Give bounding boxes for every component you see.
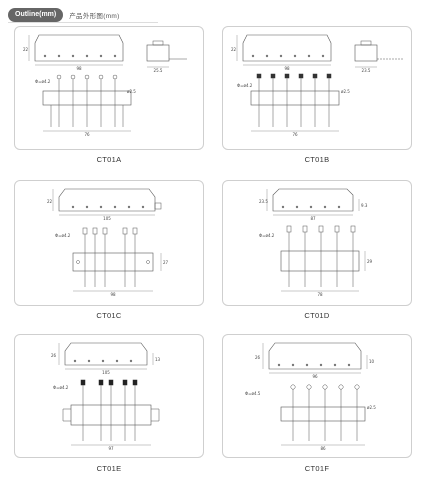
- dim-height2: 9.3: [361, 203, 368, 208]
- caption-ct01f: CT01F: [304, 464, 330, 473]
- dim-pin-dia: Φ=ø4.2: [259, 233, 275, 238]
- drawing-ct01c: 105 22 Φ=ø4.2 27 98: [47, 188, 169, 297]
- dim-height: 22: [231, 47, 237, 52]
- page-header: Outline(mm) 产品外形图(mm): [8, 8, 120, 22]
- product-card-ct01b: 98 22 23.5 Φ=ø4.2 ø2.5 76: [222, 26, 412, 150]
- dim-base-length: 97: [108, 446, 114, 451]
- dim-length: 87: [310, 216, 316, 221]
- header-divider: [8, 22, 158, 23]
- product-card-ct01a: 98 22 25.5 Φ=ø4.2 ø2.5 76: [14, 26, 204, 150]
- caption-ct01d: CT01D: [304, 311, 330, 320]
- dim-length: 96: [312, 374, 318, 379]
- dim-height2: 10: [369, 359, 375, 364]
- dim-base-height: 27: [163, 260, 169, 265]
- dim-side-width: 25.5: [154, 68, 163, 73]
- dim-pin-spacing: ø2.5: [127, 89, 136, 94]
- dim-height: 22: [47, 199, 53, 204]
- dim-height: 22: [23, 47, 29, 52]
- dim-base-length: 76: [84, 132, 90, 137]
- dim-side-width: 23.5: [362, 68, 371, 73]
- caption-ct01b: CT01B: [304, 155, 330, 164]
- drawing-ct01f: 96 26 10 Φ=ø4.5 ø2.5 86: [245, 342, 376, 451]
- product-card-ct01f: 96 26 10 Φ=ø4.5 ø2.5 86: [222, 334, 412, 458]
- header-title: 产品外形图(mm): [69, 13, 120, 20]
- drawing-ct01e: 105 26 13 Φ=ø4.2 97: [51, 342, 161, 451]
- dim-base-length: 78: [317, 292, 323, 297]
- product-card-ct01c: 105 22 Φ=ø4.2 27 98: [14, 180, 204, 306]
- product-card-ct01e: 105 26 13 Φ=ø4.2 97: [14, 334, 204, 458]
- dim-height: 23.5: [259, 199, 268, 204]
- caption-ct01a: CT01A: [96, 155, 122, 164]
- dim-pin-dia: Φ=ø4.2: [53, 385, 69, 390]
- dim-pin-dia: Φ=ø4.2: [55, 233, 71, 238]
- dim-length: 98: [76, 66, 82, 71]
- dim-height2: 13: [155, 357, 161, 362]
- dim-pin-spacing: ø2.5: [367, 405, 376, 410]
- outline-badge: Outline(mm): [8, 8, 64, 22]
- product-card-ct01d: 87 23.5 9.3 Φ=ø4.2 29 78: [222, 180, 412, 306]
- dim-length: 105: [102, 370, 110, 375]
- drawing-ct01d: 87 23.5 9.3 Φ=ø4.2 29 78: [259, 188, 373, 297]
- drawing-ct01b: 98 22 23.5 Φ=ø4.2 ø2.5 76: [231, 34, 403, 137]
- dim-length: 105: [103, 216, 111, 221]
- dim-pin-dia: Φ=ø4.2: [237, 83, 253, 88]
- dim-pin-dia: Φ=ø4.2: [35, 79, 51, 84]
- dim-height: 26: [255, 355, 261, 360]
- drawing-ct01a: 98 22 25.5 Φ=ø4.2 ø2.5 76: [23, 34, 187, 137]
- dim-pin-dia: Φ=ø4.5: [245, 391, 261, 396]
- dim-base-length: 76: [292, 132, 298, 137]
- caption-ct01c: CT01C: [96, 311, 122, 320]
- dim-pin-spacing: ø2.5: [341, 89, 350, 94]
- caption-ct01e: CT01E: [96, 464, 122, 473]
- dim-base-height: 29: [367, 259, 373, 264]
- dim-base-length: 98: [110, 292, 116, 297]
- dim-base-length: 86: [320, 446, 326, 451]
- dim-length: 98: [284, 66, 290, 71]
- dim-height: 26: [51, 353, 57, 358]
